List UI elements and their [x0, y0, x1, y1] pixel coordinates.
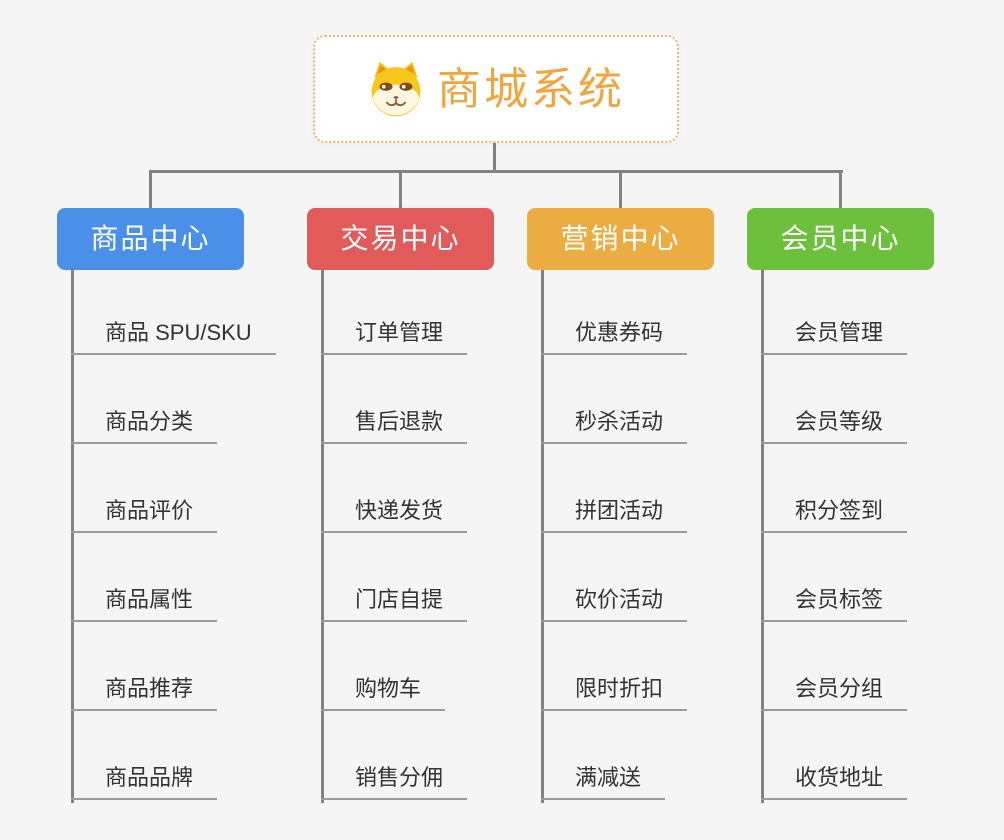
leaf-label: 商品评价 [105, 498, 194, 523]
connector-branch-drop [619, 170, 622, 210]
leaf-label: 会员管理 [795, 320, 884, 345]
branch-header-trade-center[interactable]: 交易中心 [307, 208, 494, 270]
leaf-node[interactable]: 商品评价 [71, 491, 218, 533]
connector-branch-drop [839, 170, 842, 210]
connector-branch-spine [761, 270, 764, 803]
leaf-label: 商品品牌 [105, 765, 194, 790]
leaf-label: 订单管理 [355, 320, 444, 345]
branch-header-marketing-center[interactable]: 营销中心 [527, 208, 714, 270]
leaf-label: 砍价活动 [575, 587, 664, 612]
leaf-node[interactable]: 商品品牌 [71, 758, 218, 800]
leaf-node[interactable]: 优惠券码 [541, 313, 688, 355]
root-node[interactable]: 商城系统 [313, 35, 679, 143]
leaf-node[interactable]: 商品分类 [71, 402, 218, 444]
connector-branch-spine [71, 270, 74, 803]
leaf-label: 销售分佣 [355, 765, 444, 790]
leaf-label: 会员标签 [795, 587, 884, 612]
branch-label: 会员中心 [780, 223, 901, 254]
leaf-node[interactable]: 商品推荐 [71, 669, 218, 711]
branch-header-product-center[interactable]: 商品中心 [57, 208, 244, 270]
connector-branch-spine [541, 270, 544, 803]
leaf-node[interactable]: 会员标签 [761, 580, 908, 622]
leaf-label: 会员等级 [795, 409, 884, 434]
leaf-node[interactable]: 秒杀活动 [541, 402, 688, 444]
leaf-node[interactable]: 积分签到 [761, 491, 908, 533]
leaf-node[interactable]: 销售分佣 [321, 758, 468, 800]
leaf-node[interactable]: 满减送 [541, 758, 666, 800]
leaf-node[interactable]: 会员管理 [761, 313, 908, 355]
connector-branch-drop [399, 170, 402, 210]
connector-root-drop [493, 143, 496, 171]
shiba-dog-icon [371, 61, 421, 117]
leaf-node[interactable]: 拼团活动 [541, 491, 688, 533]
root-title: 商城系统 [437, 65, 625, 114]
leaf-label: 门店自提 [355, 587, 444, 612]
leaf-node[interactable]: 快递发货 [321, 491, 468, 533]
leaf-node[interactable]: 砍价活动 [541, 580, 688, 622]
leaf-label: 商品属性 [105, 587, 194, 612]
leaf-label: 商品推荐 [105, 676, 194, 701]
leaf-label: 售后退款 [355, 409, 444, 434]
connector-branch-drop [149, 170, 152, 210]
leaf-node[interactable]: 商品 SPU/SKU [71, 313, 276, 355]
connector-horizontal-bar [149, 170, 843, 173]
leaf-node[interactable]: 门店自提 [321, 580, 468, 622]
leaf-label: 优惠券码 [575, 320, 664, 345]
branch-label: 商品中心 [90, 223, 211, 254]
leaf-node[interactable]: 售后退款 [321, 402, 468, 444]
leaf-node[interactable]: 会员分组 [761, 669, 908, 711]
leaf-node[interactable]: 限时折扣 [541, 669, 688, 711]
leaf-node[interactable]: 订单管理 [321, 313, 468, 355]
leaf-node[interactable]: 商品属性 [71, 580, 218, 622]
branch-header-member-center[interactable]: 会员中心 [747, 208, 934, 270]
leaf-node[interactable]: 购物车 [321, 669, 446, 711]
leaf-label: 购物车 [355, 676, 422, 701]
leaf-label: 快递发货 [355, 498, 444, 523]
leaf-label: 限时折扣 [575, 676, 664, 701]
leaf-label: 积分签到 [795, 498, 884, 523]
leaf-label: 秒杀活动 [575, 409, 664, 434]
leaf-label: 会员分组 [795, 676, 884, 701]
leaf-label: 满减送 [575, 765, 642, 790]
leaf-node[interactable]: 会员等级 [761, 402, 908, 444]
leaf-label: 收货地址 [795, 765, 884, 790]
leaf-node[interactable]: 收货地址 [761, 758, 908, 800]
leaf-label: 商品分类 [105, 409, 194, 434]
leaf-label: 拼团活动 [575, 498, 664, 523]
branch-label: 交易中心 [340, 223, 461, 254]
branch-label: 营销中心 [560, 223, 681, 254]
connector-branch-spine [321, 270, 324, 803]
leaf-label: 商品 SPU/SKU [105, 320, 252, 345]
